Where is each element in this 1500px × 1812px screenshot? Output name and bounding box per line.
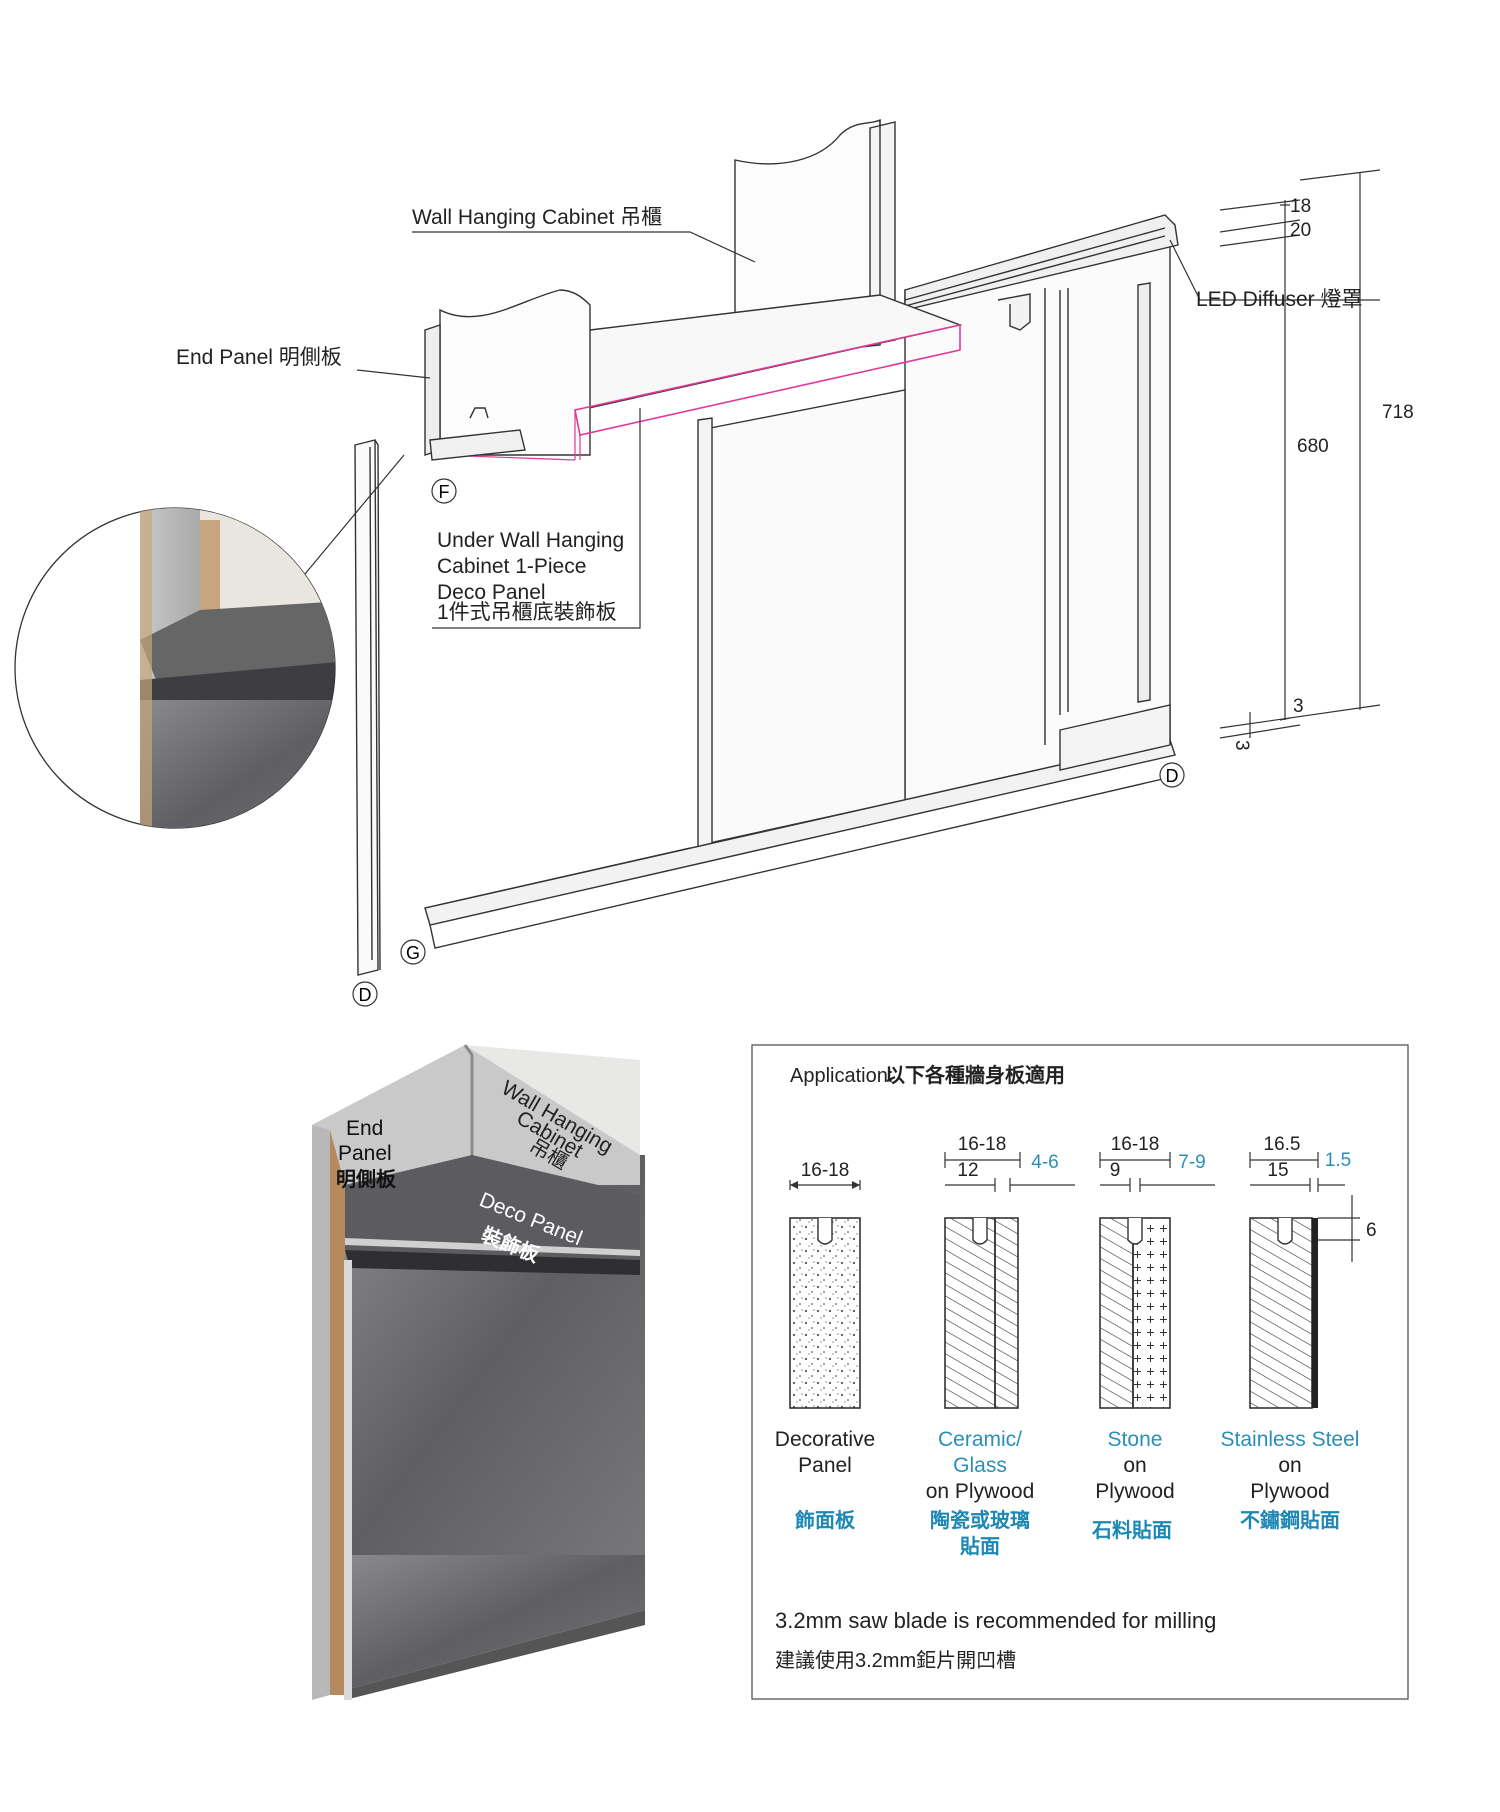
label-under-panel-4: 1件式吊櫃底裝飾板 <box>437 601 617 624</box>
label-end-panel: End Panel 明側板 <box>176 346 342 369</box>
callout-g: G <box>400 939 426 965</box>
panel-4-name-line-3: Plywood <box>1250 1480 1329 1503</box>
panel-2-dim-total: 16-18 <box>958 1134 1007 1155</box>
panel-4-name-cn: 不鏽鋼貼面 <box>1240 1508 1340 1532</box>
isometric-drawing <box>354 118 1181 976</box>
panel-1-name-cn: 飾面板 <box>795 1508 856 1532</box>
panel-stone <box>1099 1152 1215 1409</box>
label-under-panel-3: Deco Panel <box>437 581 546 604</box>
detail-circle <box>14 507 336 829</box>
callout-d-right: D <box>1159 762 1185 788</box>
dim-680: 680 <box>1297 436 1329 457</box>
dim-3-rotated: 3 <box>1231 740 1252 751</box>
panel-2-name-line-1: Ceramic/ <box>938 1428 1022 1451</box>
panel-3-dim-total: 16-18 <box>1111 1134 1160 1155</box>
application-note-cn: 建議使用3.2mm鉅片開凹槽 <box>775 1649 1016 1672</box>
panel-4-dim-groove: 6 <box>1366 1220 1377 1241</box>
panel-3-name-cn: 石料貼面 <box>1091 1518 1172 1542</box>
panel-4-name-line-1: Stainless Steel <box>1221 1428 1360 1451</box>
application-title-cn: 以下各種牆身板適用 <box>885 1063 1065 1087</box>
photo-end-panel-2: Panel <box>338 1142 392 1165</box>
panel-3-name-line-1: Stone <box>1108 1428 1163 1451</box>
label-under-panel-1: Under Wall Hanging <box>437 529 624 552</box>
svg-text:F: F <box>439 482 450 502</box>
label-led-diffuser: LED Diffuser 燈罩 <box>1196 288 1363 311</box>
svg-text:D: D <box>359 985 372 1005</box>
panel-3-name-line-3: Plywood <box>1095 1480 1174 1503</box>
panel-2-name-line-2: Glass <box>953 1454 1007 1477</box>
callout-f: F <box>431 478 457 504</box>
panel-2-dim-face: 4-6 <box>1031 1152 1058 1173</box>
dim-3: 3 <box>1293 696 1304 717</box>
panel-ceramic-glass <box>944 1152 1075 1409</box>
dim-718: 718 <box>1382 402 1414 423</box>
panel-3-name-line-2: on <box>1123 1454 1146 1477</box>
panel-1-dim-total: 16-18 <box>801 1160 850 1181</box>
panel-1-name-line-2: Panel <box>798 1454 852 1477</box>
panel-2-name-cn-1: 陶瓷或玻璃 <box>930 1508 1030 1532</box>
panel-4-dim-inner: 15 <box>1267 1160 1288 1181</box>
application-title: Application: <box>790 1065 893 1087</box>
photo-end-panel-cn: 明側板 <box>336 1167 397 1191</box>
photo-end-panel-1: End <box>346 1117 383 1140</box>
svg-text:G: G <box>406 943 420 963</box>
panel-decorative <box>789 1180 861 1409</box>
product-photo <box>312 1044 645 1700</box>
dim-20: 20 <box>1290 220 1311 241</box>
panel-2-dim-inner: 12 <box>957 1160 978 1181</box>
leader-lines <box>299 169 1381 739</box>
dim-18: 18 <box>1290 196 1311 217</box>
panel-4-dim-face: 1.5 <box>1325 1150 1351 1171</box>
svg-text:D: D <box>1166 766 1179 786</box>
callout-d-left: D <box>352 981 378 1007</box>
panel-3-dim-face: 7-9 <box>1178 1152 1205 1173</box>
application-note: 3.2mm saw blade is recommended for milli… <box>775 1608 1216 1633</box>
panel-3-dim-inner: 9 <box>1110 1160 1121 1181</box>
label-under-panel-2: Cabinet 1-Piece <box>437 555 586 578</box>
label-wall-cabinet: Wall Hanging Cabinet 吊櫃 <box>412 206 662 229</box>
panel-2-name-cn-2: 貼面 <box>960 1534 1000 1558</box>
panel-2-name-line-3: on Plywood <box>926 1480 1035 1503</box>
panel-1-name-line-1: Decorative <box>775 1428 875 1451</box>
panel-stainless-steel <box>1249 1152 1360 1409</box>
panel-4-dim-total: 16.5 <box>1264 1134 1301 1155</box>
panel-4-name-line-2: on <box>1278 1454 1301 1477</box>
